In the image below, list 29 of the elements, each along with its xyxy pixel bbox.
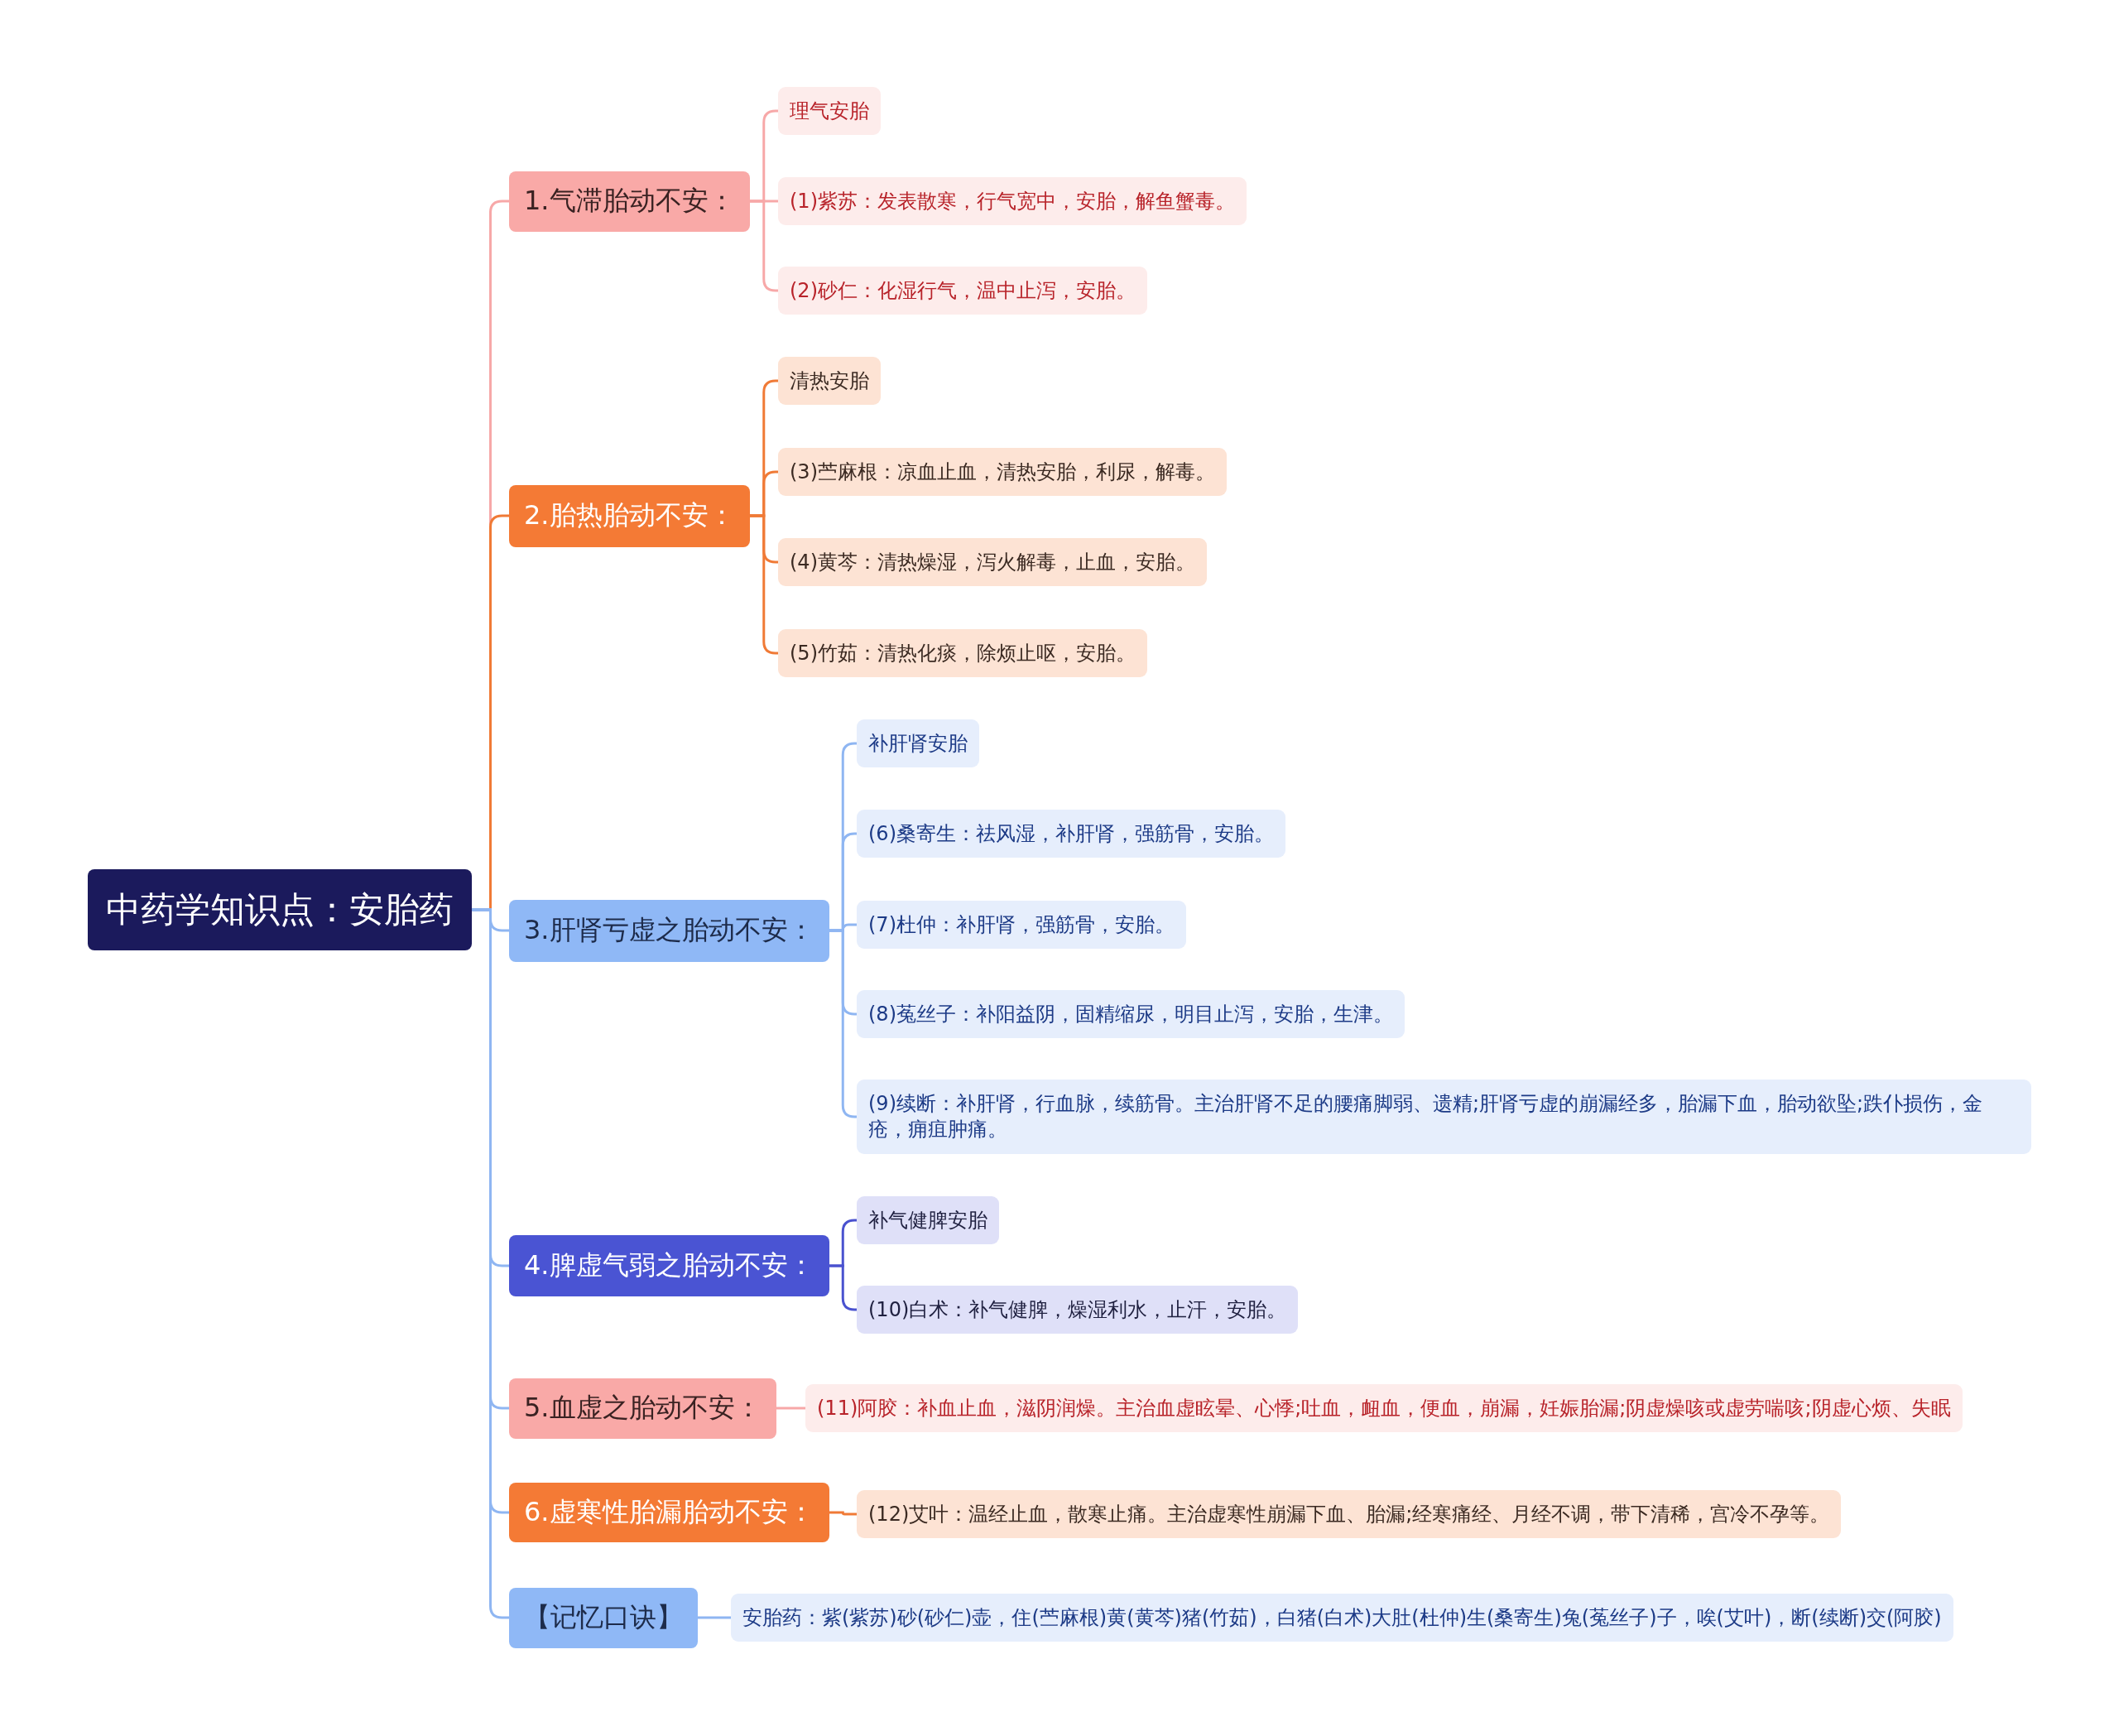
connector-line [698, 1616, 731, 1619]
subtopic: (10)白术：补气健脾，燥湿利水，止汗，安胎。 [857, 1286, 1299, 1334]
branch-topic: 3.肝肾亏虚之胎动不安： [509, 899, 829, 962]
subtopic: (7)杜仲：补肝肾，强筋骨，安胎。 [857, 901, 1186, 949]
subtopic: 补气健脾安胎 [857, 1196, 999, 1244]
subtopic: (8)菟丝子：补阳益阴，固精缩尿，明目止泻，安胎，生津。 [857, 990, 1405, 1038]
subtopic: (2)砂仁：化湿行气，温中止泻，安胎。 [778, 267, 1147, 315]
subtopic: 理气安胎 [778, 87, 881, 135]
branch-topic: 1.气滞胎动不安： [509, 171, 750, 232]
subtopic: (11)阿胶：补血止血，滋阴润燥。主治血虚眩晕、心悸;吐血，衄血，便血，崩漏，妊娠胎漏;阴虚燥咳或虚劳喘咳;阴虚心烦、失眠 [805, 1384, 1963, 1432]
connector-line [829, 1511, 857, 1516]
subtopic: (4)黄芩：清热燥湿，泻火解毒，止血，安胎。 [778, 538, 1207, 586]
branch-topic: 【记忆口诀】 [509, 1587, 698, 1648]
subtopic: (9)续断：补肝肾，行血脉，续筋骨。主治肝肾不足的腰痛脚弱、遗精;肝肾亏虚的崩漏经多，胎漏下血，胎动欲坠;跌仆损伤，金疮，痈疽肿痛。 [857, 1080, 2031, 1154]
subtopic: (5)竹茹：清热化痰，除烦止呕，安胎。 [778, 629, 1147, 677]
connector-line [776, 1407, 805, 1410]
subtopic: (1)紫苏：发表散寒，行气宽中，安胎，解鱼蟹毒。 [778, 177, 1247, 225]
branch-topic: 5.血虚之胎动不安： [509, 1378, 776, 1439]
branch-topic: 6.虚寒性胎漏胎动不安： [509, 1483, 829, 1542]
subtopic: 清热安胎 [778, 357, 881, 405]
subtopic: 补肝肾安胎 [857, 719, 979, 767]
subtopic: (6)桑寄生：祛风湿，补肝肾，强筋骨，安胎。 [857, 810, 1285, 858]
root-topic: 中药学知识点：安胎药 [88, 869, 472, 950]
branch-topic: 2.胎热胎动不安： [509, 484, 750, 547]
subtopic: (3)苎麻根：凉血止血，清热安胎，利尿，解毒。 [778, 448, 1227, 496]
branch-topic: 4.脾虚气弱之胎动不安： [509, 1235, 829, 1296]
connector-line [829, 1264, 857, 1311]
subtopic: (12)艾叶：温经止血，散寒止痛。主治虚寒性崩漏下血、胎漏;经寒痛经、月经不调，带下清稀，宫冷不孕等。 [857, 1490, 1842, 1538]
subtopic: 安胎药：紫(紫苏)砂(砂仁)壶，住(苎麻根)黄(黄芩)猪(竹茹)，白猪(白术)大肚(杜仲)生(桑寄生)兔(菟丝子)子，唉(艾叶)，断(续断)交(阿胶) [731, 1594, 1953, 1642]
